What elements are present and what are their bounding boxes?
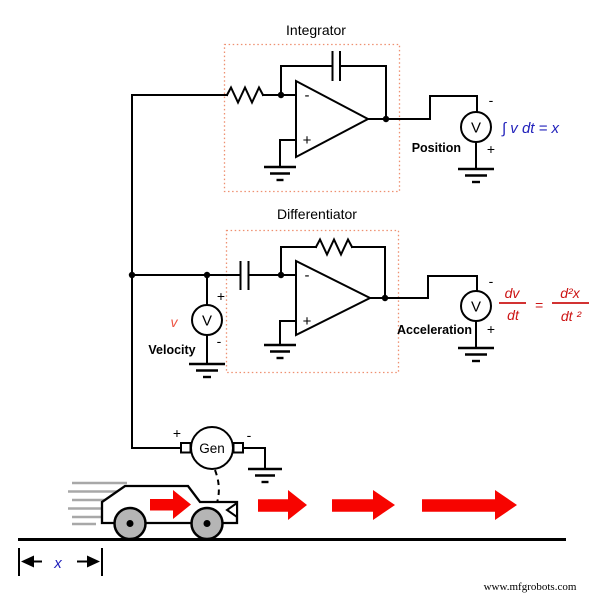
meter-minus: - — [217, 333, 222, 349]
opamp-plus-input: + — [303, 313, 312, 330]
junction-dot — [381, 294, 389, 302]
motion-arrow — [422, 490, 517, 520]
generator-circle — [190, 426, 234, 470]
watermark: www.mfgrobots.com — [484, 581, 577, 593]
differentiator-section: Differentiator - + — [128, 206, 478, 360]
motion-arrow — [258, 490, 307, 520]
opamp-plus-input: + — [303, 132, 312, 149]
formula-denominator-2: dt ² — [561, 308, 583, 324]
generator-coupling-dashed-line — [207, 469, 220, 522]
differentiator-title: Differentiator — [277, 206, 357, 222]
formula-denominator-1: dt — [507, 307, 520, 323]
junction-dot — [277, 271, 285, 279]
wire — [279, 320, 297, 346]
generator-plus: + — [173, 425, 181, 441]
left-arrowhead-icon — [21, 555, 34, 568]
opamp-minus-input: - — [305, 267, 310, 284]
voltmeter-v: V — [471, 299, 481, 316]
opamp-minus-input: - — [305, 87, 310, 104]
wheel-hub — [126, 520, 134, 527]
distance-label: x — [53, 555, 62, 572]
position-meter: V - + Position ∫ v dt = x — [412, 92, 560, 184]
velocity-symbol: v — [171, 314, 179, 330]
meter-label: Position — [412, 141, 461, 155]
wheel-hub — [203, 520, 211, 527]
generator-terminal — [232, 442, 244, 454]
wire — [369, 275, 478, 299]
voltmeter-v: V — [202, 313, 212, 330]
ground-symbol — [458, 346, 494, 363]
generator-terminal — [180, 442, 192, 454]
right-arrowhead-icon — [87, 555, 100, 568]
integrator-section: Integrator - + — [225, 22, 478, 182]
wire — [242, 447, 266, 470]
junction-dot — [382, 115, 390, 123]
meter-plus: + — [487, 141, 495, 157]
integrator-title: Integrator — [286, 22, 346, 38]
car-scene — [18, 481, 566, 541]
ground-symbol — [248, 467, 282, 484]
motion-arrow — [332, 490, 395, 520]
distance-marker: x — [18, 548, 103, 576]
meter-plus: + — [217, 288, 225, 304]
ground-symbol — [264, 343, 296, 360]
voltmeter-v: V — [471, 120, 481, 137]
differentiator-box — [225, 229, 400, 374]
formula-numerator-1: dv — [505, 285, 521, 301]
resistor — [225, 85, 265, 105]
meter-label: Acceleration — [397, 323, 472, 337]
meter-label: Velocity — [148, 343, 195, 357]
wire — [367, 95, 478, 120]
car-rear-notch — [225, 501, 238, 519]
ground-symbol — [189, 362, 225, 379]
generator-minus: - — [247, 427, 252, 443]
velocity-meter: V + - Velocity v — [148, 274, 225, 379]
meter-plus: + — [487, 321, 495, 337]
wire — [280, 65, 332, 96]
generator-label: Gen — [199, 441, 225, 456]
generator: Gen + - — [131, 425, 282, 522]
wire — [280, 246, 317, 276]
wire — [279, 139, 297, 168]
integrator-box — [223, 43, 401, 193]
car-motion-arrow — [150, 490, 191, 519]
opamp-triangle — [295, 79, 371, 159]
wire — [340, 65, 387, 120]
acceleration-meter: V - + Acceleration dv dt = d²x dt ² — [397, 273, 589, 363]
opamp-triangle — [295, 259, 373, 337]
formula-equals: = — [535, 297, 543, 313]
formula-numerator-2: d²x — [560, 285, 580, 301]
junction-dot — [277, 91, 285, 99]
signal-bus-wire — [131, 94, 228, 449]
wire — [351, 246, 386, 299]
meter-minus: - — [489, 273, 494, 289]
ground-symbol — [264, 165, 296, 182]
position-formula: ∫ v dt = x — [501, 120, 560, 137]
junction-dot — [128, 271, 136, 279]
acceleration-formula: dv dt = d²x dt ² — [499, 285, 589, 324]
resistor — [314, 237, 354, 257]
ground-symbol — [458, 167, 494, 184]
meter-minus: - — [489, 92, 494, 108]
